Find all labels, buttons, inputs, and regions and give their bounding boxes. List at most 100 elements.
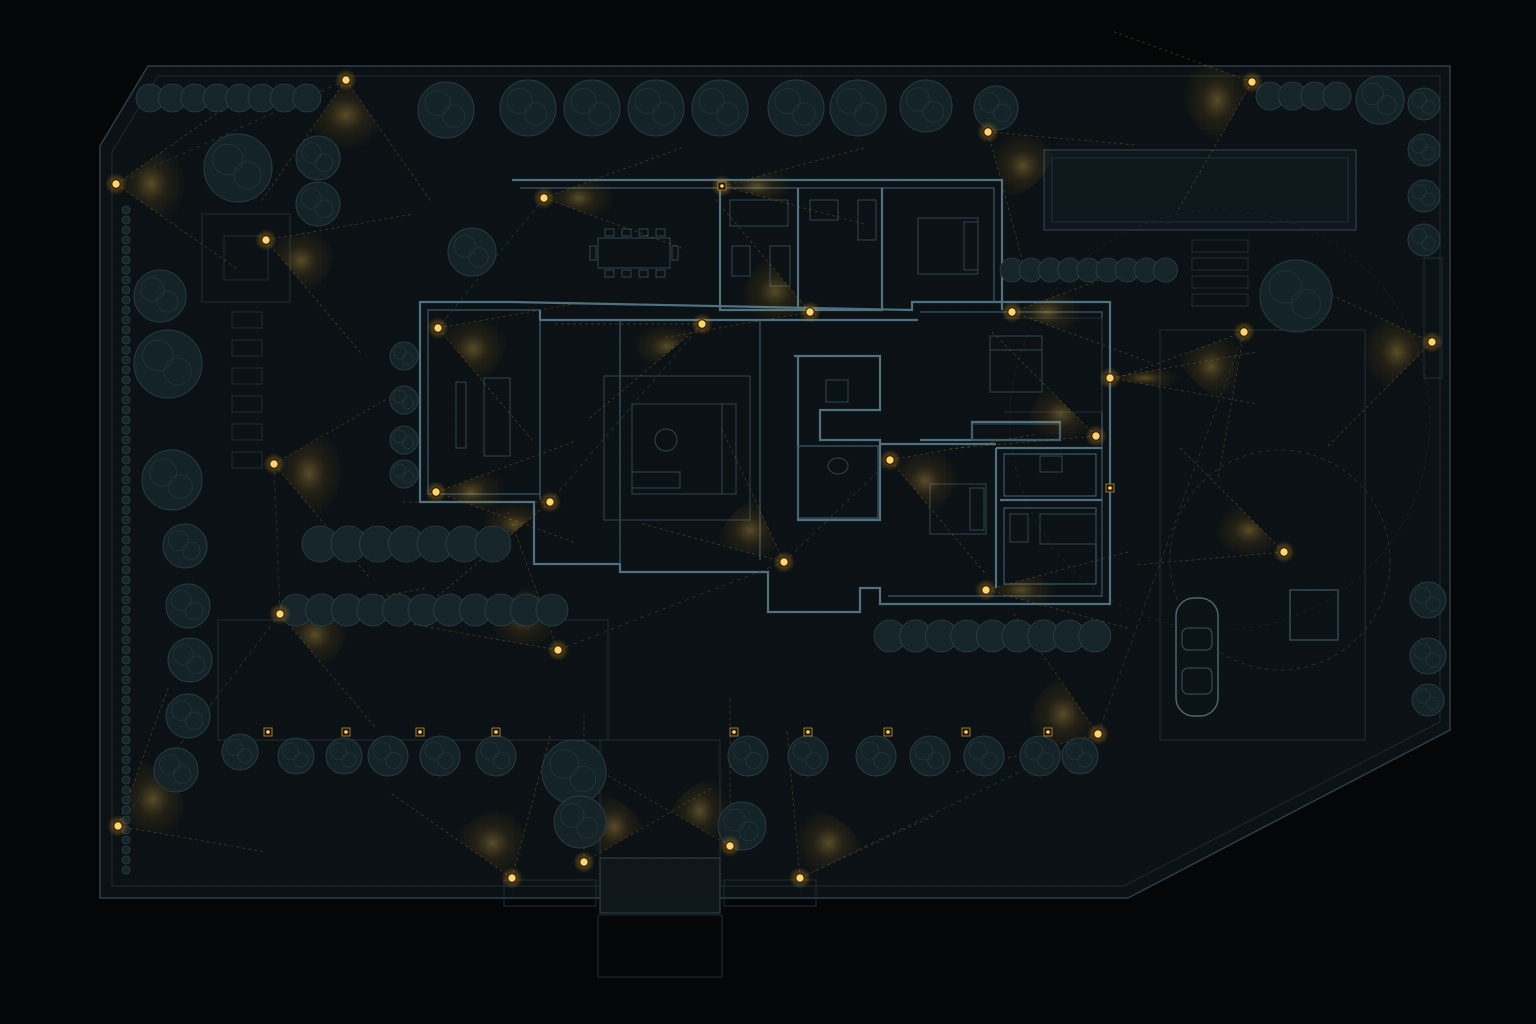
tree-icon: [167, 637, 213, 683]
tree-icon: [121, 495, 131, 505]
sightline: [435, 440, 578, 493]
tree-icon: [121, 345, 131, 355]
security-camera-icon[interactable]: [573, 851, 595, 873]
tree-icon: [121, 775, 131, 785]
security-camera-icon[interactable]: [263, 453, 285, 475]
security-camera-icon[interactable]: [547, 639, 569, 661]
sightline: [388, 791, 513, 879]
tree-icon: [121, 485, 131, 495]
tree-icon: [121, 635, 131, 645]
hardscape: [201, 149, 1443, 978]
tree-icon: [292, 83, 322, 113]
tree-icon: [121, 525, 131, 535]
security-camera-icon[interactable]: [1233, 321, 1255, 343]
tree-icon: [121, 435, 131, 445]
tree-icon: [121, 615, 131, 625]
security-camera-icon[interactable]: [1099, 367, 1121, 389]
tree-icon: [963, 735, 1005, 777]
security-camera-icon[interactable]: [335, 69, 357, 91]
tree-icon: [691, 79, 749, 137]
security-camera-icon[interactable]: [533, 187, 555, 209]
tree-icon: [1409, 581, 1447, 619]
coverage-cone: [1012, 288, 1082, 336]
tree-icon: [389, 385, 419, 415]
sightline: [1177, 445, 1285, 553]
security-camera-icon[interactable]: [719, 835, 741, 857]
tree-icon: [899, 79, 953, 133]
coverage-cone: [632, 324, 702, 369]
security-camera-icon[interactable]: [789, 867, 811, 889]
tree-icon: [855, 735, 897, 777]
security-camera-icon[interactable]: [1421, 331, 1443, 353]
security-camera-icon[interactable]: [977, 121, 999, 143]
tree-icon: [121, 795, 131, 805]
tree-icon: [1409, 637, 1447, 675]
security-camera-icon[interactable]: [269, 603, 291, 625]
security-camera-icon[interactable]: [691, 313, 713, 335]
sightline: [786, 728, 801, 879]
security-camera-icon[interactable]: [799, 301, 821, 323]
sightline: [583, 786, 715, 863]
security-camera-icon[interactable]: [107, 815, 129, 837]
tree-icon: [121, 385, 131, 395]
sightline: [662, 311, 811, 339]
tree-icon: [121, 855, 131, 865]
sightline: [1109, 351, 1258, 379]
security-camera-icon[interactable]: [539, 491, 561, 513]
tree-icon: [121, 655, 131, 665]
security-camera-icon[interactable]: [1085, 425, 1107, 447]
tree-icon: [553, 795, 607, 849]
tree-icon: [121, 565, 131, 575]
tree-icon: [121, 375, 131, 385]
security-camera-icon[interactable]: [1241, 71, 1263, 93]
tree-icon: [121, 555, 131, 565]
path-light-icon: [803, 727, 813, 737]
sightline: [543, 197, 686, 250]
tree-icon: [474, 525, 512, 563]
sightline: [345, 79, 433, 204]
sightline: [889, 459, 987, 576]
sightline: [799, 733, 1099, 879]
security-camera-icon[interactable]: [773, 551, 795, 573]
sightline: [273, 463, 371, 580]
tree-icon: [1322, 81, 1352, 111]
sightline: [989, 329, 1097, 437]
security-camera-icon[interactable]: [879, 449, 901, 471]
sightline: [1295, 278, 1433, 343]
coverage-cone: [1214, 502, 1284, 559]
tree-icon: [389, 425, 419, 455]
coverage-cone: [716, 498, 784, 562]
sightline: [985, 550, 1131, 591]
tree-icon: [121, 745, 131, 755]
tree-icon: [121, 735, 131, 745]
security-camera-icon[interactable]: [975, 579, 997, 601]
security-camera-icon[interactable]: [427, 317, 449, 339]
security-camera-icon[interactable]: [1273, 541, 1295, 563]
sightline: [506, 508, 559, 651]
security-camera-icon[interactable]: [1087, 723, 1109, 745]
sightline: [889, 433, 1038, 461]
sightline: [511, 733, 552, 879]
path-light-icon: [341, 727, 351, 737]
sightline: [639, 522, 785, 563]
security-camera-icon[interactable]: [1001, 301, 1023, 323]
security-camera-icon[interactable]: [425, 481, 447, 503]
tree-icon: [121, 765, 131, 775]
coverage-cone: [274, 429, 344, 518]
sightline: [985, 589, 1131, 630]
tree-icon: [1061, 737, 1099, 775]
tree-icon: [325, 737, 363, 775]
tree-icon: [535, 593, 569, 627]
sightline: [1011, 610, 1099, 735]
tree-icon: [121, 605, 131, 615]
security-camera-icon[interactable]: [501, 867, 523, 889]
tree-icon: [1259, 259, 1333, 333]
tree-icon: [121, 295, 131, 305]
security-camera-icon[interactable]: [255, 229, 277, 251]
tree-icon: [121, 365, 131, 375]
sightline: [265, 239, 363, 356]
security-camera-icon[interactable]: [105, 173, 127, 195]
tree-icon: [121, 545, 131, 555]
sightline: [721, 185, 867, 226]
coverage-cone: [988, 132, 1058, 200]
